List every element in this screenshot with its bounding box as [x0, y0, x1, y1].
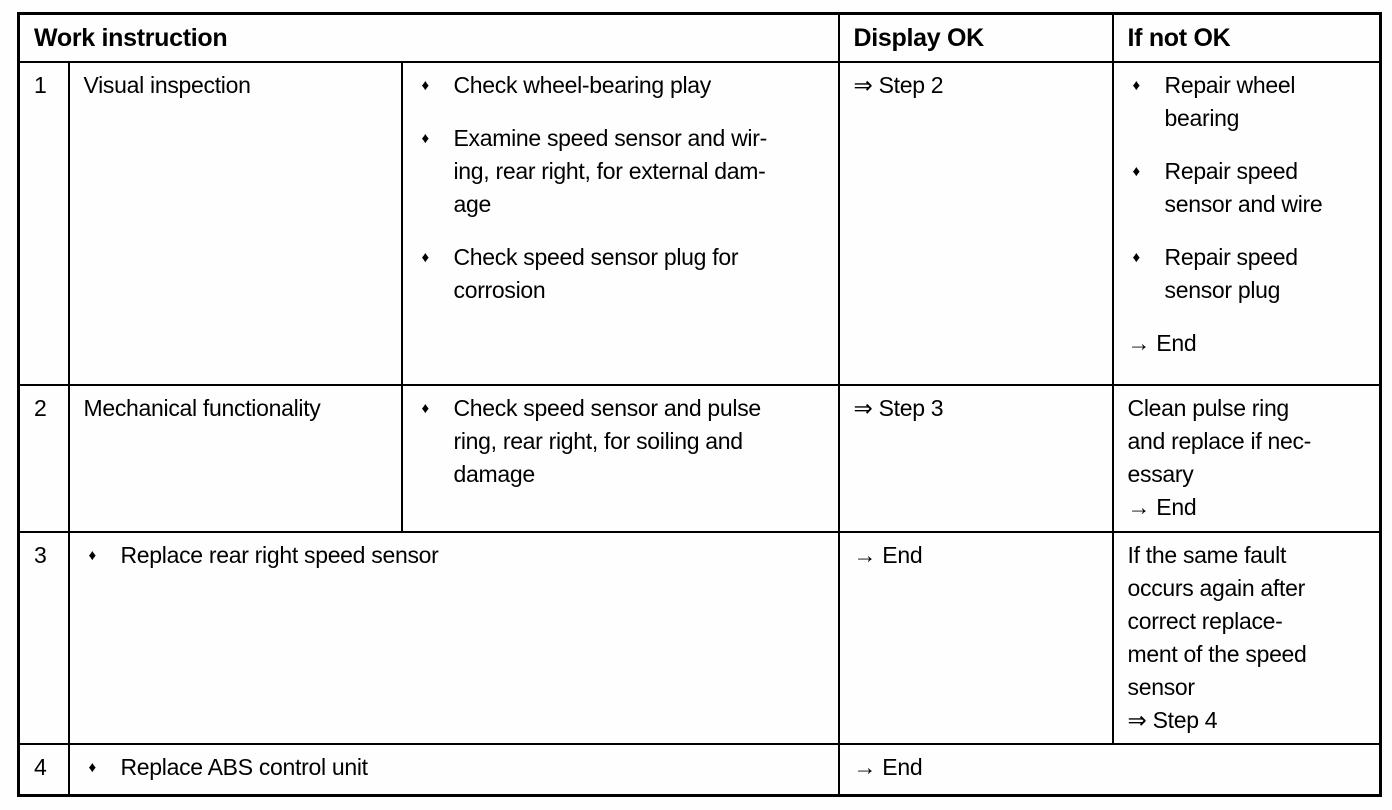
action-bullet-item: ♦ Replace ABS control unit: [84, 751, 828, 784]
detail-bullet-item: ♦ Check wheel-bearing play: [417, 69, 828, 102]
details-cell: ♦ Check wheel-bearing play ♦ Examine spe…: [400, 60, 840, 386]
if-not-ok-text: Clean pulse ring and replace if nec- ess…: [1127, 394, 1312, 520]
display-ok-cell: ⇒ Step 3: [837, 383, 1114, 533]
table-row-step-1: 1 Visual inspection ♦ Check wheel-bearin…: [17, 60, 1382, 386]
action-cell: ♦ Replace rear right speed sensor: [67, 530, 840, 745]
detail-bullet-item: ♦ Check speed sensor and pulse ring, rea…: [417, 392, 828, 491]
display-ok-text: ⇒ Step 2: [853, 71, 944, 98]
step-number: 2: [17, 383, 70, 533]
table-row-step-3: 3 ♦ Replace rear right speed sensor → En…: [17, 530, 1382, 745]
diamond-bullet-icon: ♦: [421, 76, 430, 94]
work-instruction-table: Work instruction Display OK If not OK 1 …: [17, 12, 1383, 797]
diamond-bullet-icon: ♦: [421, 129, 430, 147]
detail-text: Check speed sensor and pulse ring, rear …: [453, 394, 762, 487]
if-not-ok-content: ♦ Repair wheel bearing ♦ Repair speed se…: [1128, 69, 1370, 368]
header-work-instruction: Work instruction: [17, 12, 840, 63]
remedy-text: Repair speed sensor and wire: [1164, 157, 1323, 217]
remedy-text: Repair speed sensor plug: [1164, 243, 1299, 303]
table-row-step-2: 2 Mechanical functionality ♦ Check speed…: [17, 383, 1382, 533]
step-number: 1: [17, 60, 70, 386]
display-ok-text: → End: [853, 541, 923, 568]
action-text: Replace rear right speed sensor: [120, 541, 439, 568]
step-number: 4: [17, 742, 70, 797]
header-display-ok: Display OK: [837, 12, 1114, 63]
details-cell: ♦ Check speed sensor and pulse ring, rea…: [400, 383, 840, 533]
diamond-bullet-icon: ♦: [421, 248, 430, 266]
diamond-bullet-icon: ♦: [1132, 248, 1141, 266]
table-header-row: Work instruction Display OK If not OK: [17, 12, 1382, 63]
table-row-step-4: 4 ♦ Replace ABS control unit → End: [17, 742, 1382, 797]
task-label: Mechanical functionality: [67, 383, 403, 533]
action-text: Replace ABS control unit: [120, 753, 369, 780]
display-ok-text: → End: [853, 753, 923, 780]
header-if-not-ok: If not OK: [1111, 12, 1382, 63]
detail-text: Examine speed sensor and wir- ing, rear …: [453, 124, 768, 217]
display-ok-cell: ⇒ Step 2: [837, 60, 1114, 386]
display-ok-text: ⇒ Step 3: [853, 394, 944, 421]
remedy-bullet-item: ♦ Repair speed sensor plug: [1128, 241, 1370, 307]
action-cell: ♦ Replace ABS control unit: [67, 742, 840, 797]
action-bullet-item: ♦ Replace rear right speed sensor: [84, 539, 828, 572]
diamond-bullet-icon: ♦: [1132, 162, 1141, 180]
diamond-bullet-icon: ♦: [88, 758, 97, 776]
step-number: 3: [17, 530, 70, 745]
remedy-bullet-item: ♦ Repair speed sensor and wire: [1128, 155, 1370, 221]
if-not-ok-cell: Clean pulse ring and replace if nec- ess…: [1111, 383, 1382, 533]
detail-text: Check wheel-bearing play: [453, 71, 712, 98]
if-not-ok-text: If the same fault occurs again after cor…: [1127, 541, 1307, 733]
if-not-ok-cell: If the same fault occurs again after cor…: [1111, 530, 1382, 745]
diamond-bullet-icon: ♦: [421, 399, 430, 417]
diamond-bullet-icon: ♦: [1132, 76, 1141, 94]
detail-bullet-item: ♦ Check speed sensor plug for corrosion: [417, 241, 828, 307]
detail-bullet-item: ♦ Examine speed sensor and wir- ing, rea…: [417, 122, 828, 221]
display-ok-cell: → End: [837, 530, 1114, 745]
end-note: → End: [1127, 329, 1197, 356]
remedy-text: Repair wheel bearing: [1164, 71, 1296, 131]
if-not-ok-cell: ♦ Repair wheel bearing ♦ Repair speed se…: [1111, 60, 1382, 386]
task-label: Visual inspection: [67, 60, 403, 386]
remedy-bullet-item: ♦ Repair wheel bearing: [1128, 69, 1370, 135]
display-ok-cell: → End: [837, 742, 1382, 797]
detail-text: Check speed sensor plug for corrosion: [453, 243, 739, 303]
diamond-bullet-icon: ♦: [88, 546, 97, 564]
